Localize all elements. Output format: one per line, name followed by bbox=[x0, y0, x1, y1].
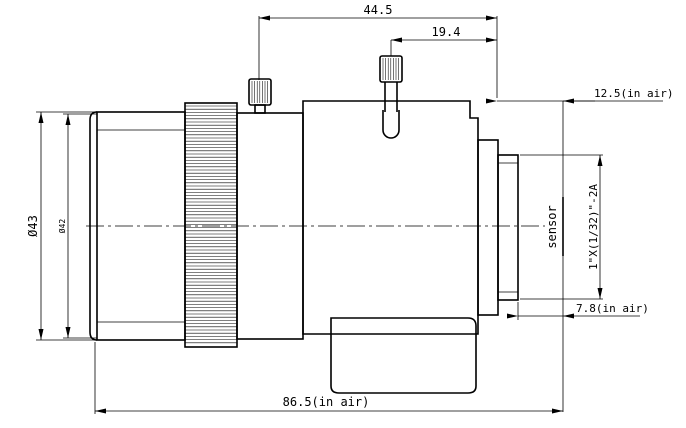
sensor-label: sensor bbox=[545, 205, 559, 248]
focus-ring bbox=[184, 102, 238, 348]
focus-ring-knurling bbox=[185, 105, 237, 344]
sensor-format-label: 1"X(1/32)"-2A bbox=[587, 184, 600, 270]
iris-slot bbox=[382, 110, 400, 139]
mount-flange bbox=[477, 139, 499, 316]
dim-44-5-label: 44.5 bbox=[364, 3, 393, 17]
dim-dia-42-label: Ø42 bbox=[57, 219, 67, 234]
dim-86-5-label: 86.5(in air) bbox=[283, 395, 370, 409]
lens-body bbox=[89, 55, 519, 394]
dim-7-8-label: 7.8(in air) bbox=[576, 302, 649, 315]
iris-connector-box bbox=[330, 317, 477, 394]
rear-housing bbox=[302, 100, 479, 335]
dim-dia-43-label: Ø43 bbox=[26, 215, 40, 237]
dim-19-4-label: 19.4 bbox=[432, 25, 461, 39]
c-mount-thread bbox=[497, 154, 519, 301]
dimension-lines: 44.5 19.4 12.5(in air) 1"X(1/32)"-2A 7.8… bbox=[26, 3, 673, 414]
focus-lock-stem bbox=[254, 104, 266, 114]
dim-12-5-label: 12.5(in air) bbox=[594, 87, 673, 100]
